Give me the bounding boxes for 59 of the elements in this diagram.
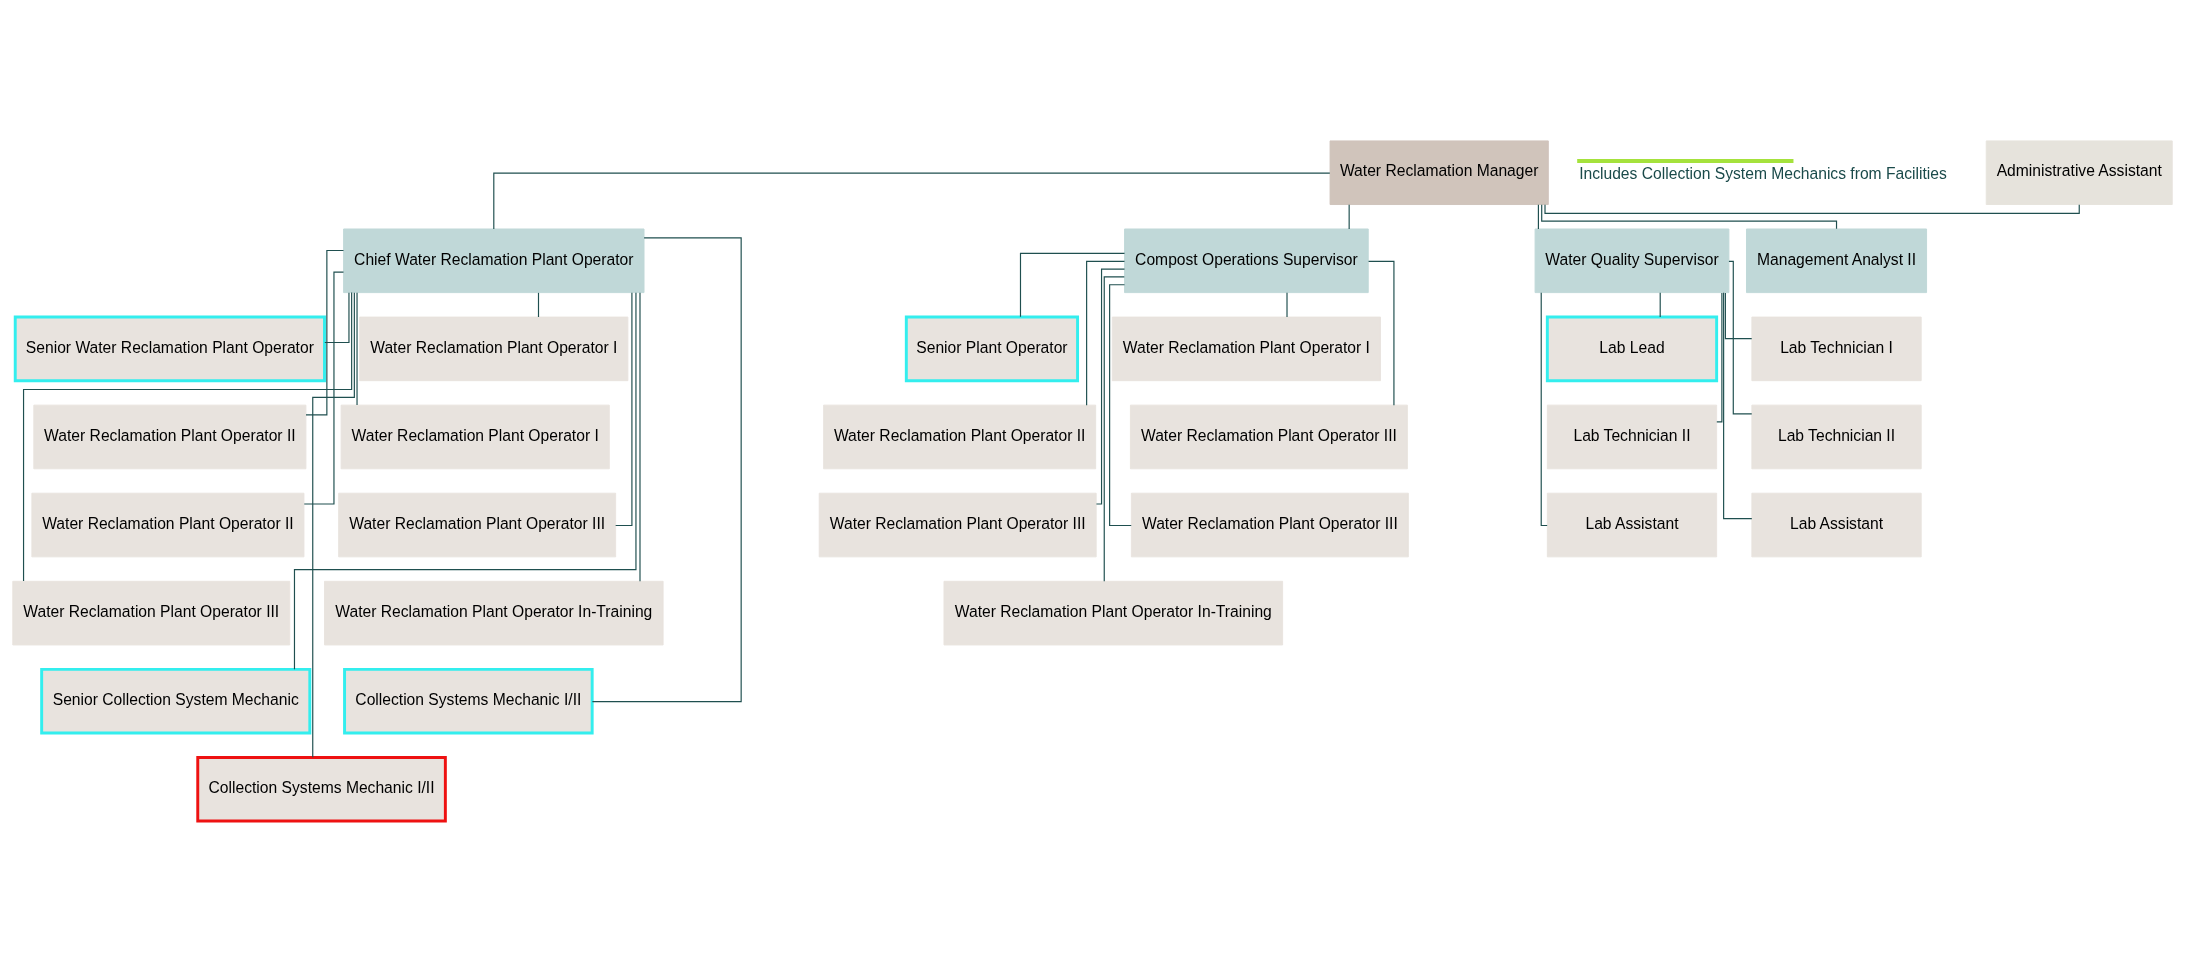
node-box: Lab Assistant [1751, 492, 1922, 557]
connector [639, 291, 641, 582]
node-box: Management Analyst II [1746, 228, 1928, 293]
node-box: Lab Technician II [1751, 404, 1922, 469]
connector [1537, 203, 1539, 229]
connector [1728, 260, 1753, 415]
connector [303, 270, 345, 505]
connector [1086, 260, 1126, 406]
node-box: Senior Collection System Mechanic [40, 667, 312, 734]
node-box: Water Reclamation Manager [1329, 139, 1549, 205]
connector [615, 291, 633, 526]
connector [22, 291, 353, 582]
node-box: Water Reclamation Plant Operator II [823, 404, 1097, 469]
connector [1348, 203, 1350, 229]
node-box: Administrative Assistant [1985, 139, 2173, 205]
node-box: Water Reclamation Plant Operator II [33, 404, 307, 469]
node-box: Collection Systems Mechanic I/II [196, 755, 447, 823]
node-box: Water Reclamation Plant Operator III [12, 580, 291, 645]
node-box: Water Quality Supervisor [1534, 228, 1730, 293]
node-box: Chief Water Reclamation Plant Operator [343, 228, 645, 293]
node-box: Water Reclamation Plant Operator In-Training [943, 580, 1284, 645]
node-box: Water Reclamation Plant Operator III [338, 492, 617, 557]
node-box: Water Reclamation Plant Operator I [340, 404, 610, 469]
node-box: Lab Technician I [1751, 316, 1922, 381]
connector [312, 291, 355, 758]
connector [324, 291, 350, 343]
node-box: Water Reclamation Plant Operator III [818, 492, 1097, 557]
connector [1286, 291, 1288, 318]
connector [493, 172, 1331, 230]
node-box: Water Reclamation Plant Operator I [359, 316, 629, 381]
connector [1659, 291, 1661, 318]
connector [591, 236, 742, 702]
connector [1368, 260, 1395, 406]
node-box: Lab Lead [1545, 315, 1719, 382]
connector [1095, 268, 1126, 505]
node-box: Water Reclamation Plant Operator II [31, 492, 305, 557]
node-box: Compost Operations Supervisor [1124, 228, 1369, 293]
node-box: Water Reclamation Plant Operator III [1129, 404, 1408, 469]
node-box: Senior Plant Operator [904, 315, 1080, 382]
connector [1019, 252, 1126, 317]
node-box: Water Reclamation Plant Operator I [1111, 316, 1381, 381]
connector [537, 291, 540, 318]
connector [293, 291, 637, 670]
connector [1540, 291, 1548, 526]
connector [1103, 275, 1125, 582]
connector [1716, 291, 1723, 422]
node-box: Senior Water Reclamation Plant Operator [13, 315, 326, 382]
node-box: Water Reclamation Plant Operator III [1130, 492, 1409, 557]
connector [1109, 283, 1132, 526]
legend-label: Includes Collection System Mechanics from Facilities [1579, 164, 1947, 182]
connector [356, 291, 358, 406]
node-box: Water Reclamation Plant Operator In-Training [324, 580, 664, 645]
node-box: Collection Systems Mechanic I/II [343, 667, 594, 734]
connector [1724, 291, 1753, 339]
node-box: Lab Technician II [1546, 404, 1718, 469]
connector [1544, 203, 2080, 214]
node-box: Lab Assistant [1546, 492, 1718, 557]
connector [305, 249, 345, 416]
connector [1541, 203, 1838, 229]
